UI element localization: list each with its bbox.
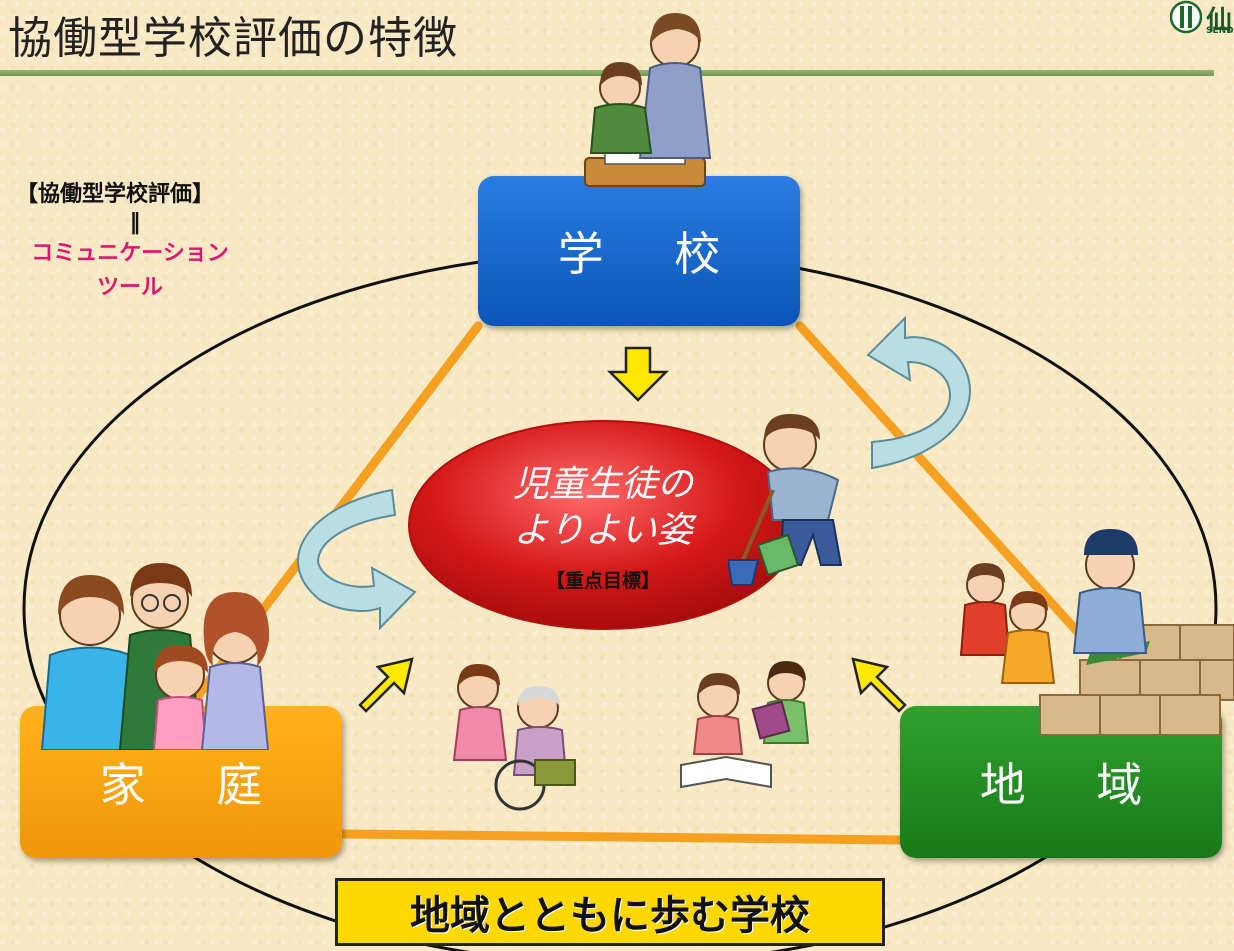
slogan-banner: 地域とともに歩む学校: [335, 878, 885, 946]
side-note: 【協働型学校評価】 ‖ コミュニケーション ツール: [0, 176, 290, 305]
down-arrow-icon: [606, 346, 670, 402]
teacher-and-student-illustration: [584, 13, 712, 187]
farmer-and-children-illustration: [959, 529, 1234, 736]
city-logo-icon: [1170, 0, 1202, 34]
side-note-line1: コミュニケーション: [31, 241, 229, 266]
side-note-heading: 【協働型学校評価】: [15, 182, 214, 207]
center-goal-line2: よりよい姿: [513, 510, 693, 551]
curved-arrow-icon-left: [297, 488, 417, 631]
girl-with-wheelchair-elder-illustration: [452, 664, 576, 811]
center-goal-line1: 児童生徒の: [512, 464, 693, 505]
logo-text: 仙台市: [1206, 6, 1234, 36]
boy-sweeping-illustration: [728, 414, 843, 586]
children-reading-illustration: [680, 661, 810, 789]
center-goal: 児童生徒の よりよい姿 【重点目標】: [438, 462, 768, 593]
logo-subtext: SENDAI CITY: [1206, 26, 1234, 36]
curved-arrow-icon-right: [866, 315, 971, 470]
node-school: 学 校: [478, 176, 800, 326]
side-note-equals: ‖: [129, 210, 141, 235]
up-left-arrow-icon: [851, 657, 907, 713]
side-note-line2: ツール: [96, 275, 163, 300]
up-right-arrow-icon: [358, 657, 414, 713]
center-goal-tag: 【重点目標】: [545, 570, 660, 592]
family-illustration: [40, 563, 270, 750]
city-logo: 仙台市 SENDAI CITY: [1168, 0, 1234, 44]
page-title: 協働型学校評価の特徴: [8, 13, 458, 64]
